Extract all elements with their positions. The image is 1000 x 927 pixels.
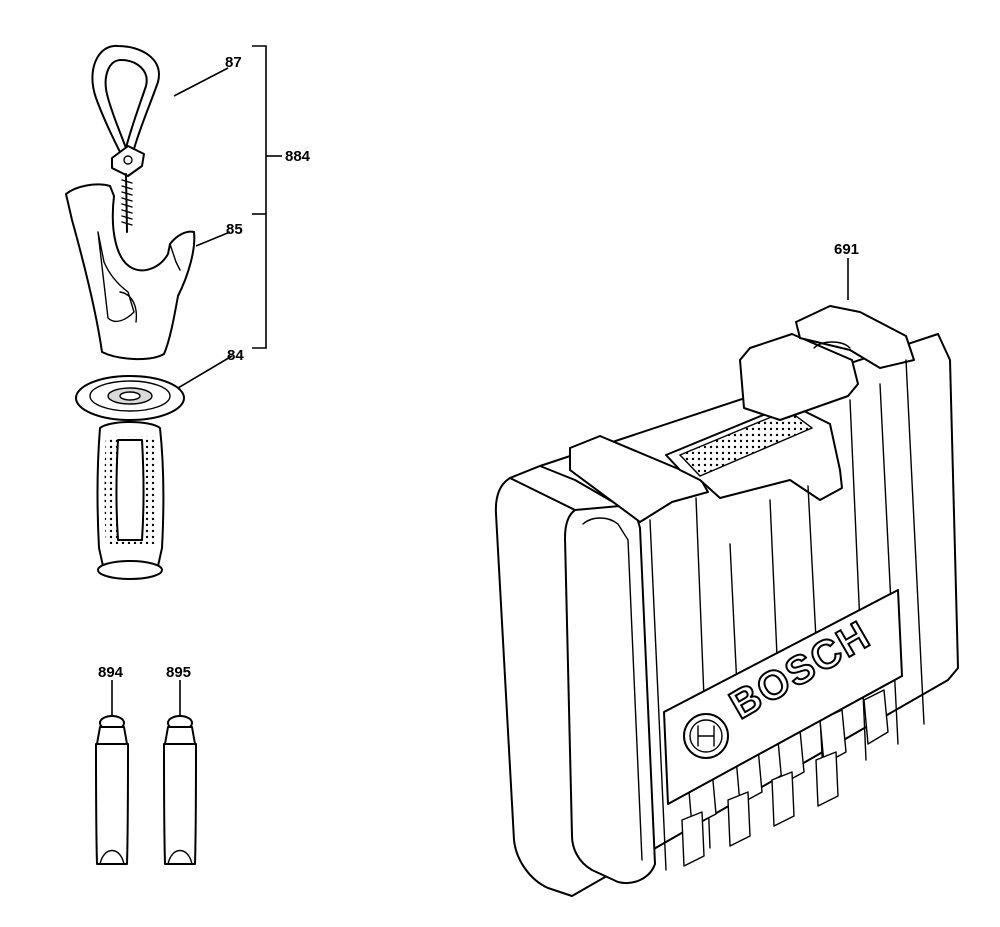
depth-clamp-part [65,183,196,361]
label-895: 895 [166,664,191,681]
label-85: 85 [226,221,243,238]
label-884: 884 [285,148,311,165]
label-87: 87 [225,54,242,71]
leader-lines [111,45,849,716]
grease-tube-b-part [163,715,197,865]
strap-part [91,44,160,233]
label-84: 84 [227,347,244,364]
grease-tube-a-part [95,715,129,865]
carrying-case-part: BOSCH [494,305,959,897]
label-894: 894 [98,664,124,681]
label-691: 691 [834,241,859,258]
side-handle-part [75,375,185,580]
bosch-logo-icon [697,725,715,747]
